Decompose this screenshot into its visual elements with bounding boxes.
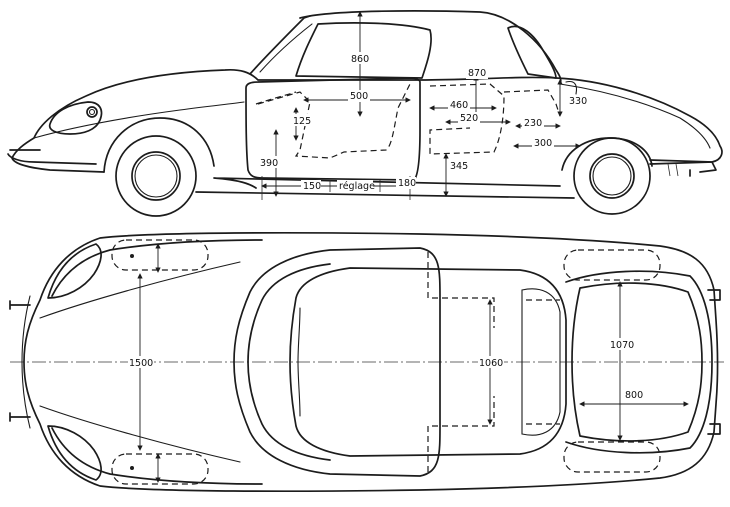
top-body-outline xyxy=(23,231,719,493)
dim-front-width: 1500 xyxy=(129,358,153,369)
dim-rear-floor: 345 xyxy=(450,161,468,172)
front-wheel xyxy=(115,135,197,217)
dim-boot-230: 230 xyxy=(524,118,542,129)
front-hubcap xyxy=(131,151,181,201)
top-bonnet-panel xyxy=(51,239,263,485)
rear-wheel-top-lower xyxy=(563,441,661,473)
rear-light xyxy=(565,80,578,95)
front-overrider-lower xyxy=(9,412,31,422)
dim-rail-180: 180 xyxy=(398,178,416,189)
dim-rear-seat-width: 520 xyxy=(460,113,478,124)
door xyxy=(245,77,421,181)
dim-rear-width: 1070 xyxy=(610,340,634,351)
front-light-pod-upper xyxy=(47,243,102,299)
dashboard-outline xyxy=(255,91,297,105)
top-windscreen xyxy=(233,247,441,477)
rear-wheel-top-upper xyxy=(563,249,661,281)
windscreen-frame xyxy=(259,23,313,73)
dim-boot-330: 330 xyxy=(569,96,587,107)
top-view xyxy=(9,231,724,493)
front-wheel-top-upper xyxy=(111,239,209,271)
rear-bench-outline xyxy=(503,89,561,117)
bonnet-line xyxy=(33,101,245,139)
dim-roof-height: 860 xyxy=(351,54,369,65)
bonnet-crease-lower xyxy=(39,405,241,463)
dim-rear-seat-depth: 460 xyxy=(450,100,468,111)
side-view xyxy=(7,10,723,217)
rear-seat-outline xyxy=(429,83,505,155)
front-bumper xyxy=(7,149,97,165)
rear-hubcap xyxy=(589,153,635,199)
front-seat-outline xyxy=(257,83,411,159)
side-dimension-labels: 860 870 500 460 520 330 230 300 125 390 … xyxy=(258,52,587,192)
top-rear-deck xyxy=(565,270,713,454)
rear-quarter-window xyxy=(507,25,557,79)
front-wheel-arch xyxy=(103,117,215,173)
front-bumper-top xyxy=(21,295,31,429)
top-dimension-labels: 1500 1060 1070 800 xyxy=(128,338,646,401)
bonnet-crease-upper xyxy=(39,261,241,319)
rear-overrider-lower xyxy=(707,423,721,435)
rear-bumper xyxy=(649,159,717,177)
headlight-lens xyxy=(86,106,98,118)
top-roof-inner xyxy=(297,307,301,417)
side-body-outline xyxy=(11,68,723,173)
top-rear-window xyxy=(521,288,561,436)
dim-reglage: réglage xyxy=(339,181,375,192)
side-sill xyxy=(195,177,575,199)
dim-front-seat-width: 500 xyxy=(350,91,368,102)
front-light-pod-lower xyxy=(47,425,102,481)
dim-rail-150: 150 xyxy=(303,181,321,192)
top-roof xyxy=(289,267,567,457)
dim-boot-width: 800 xyxy=(625,390,643,401)
rear-wheel xyxy=(573,137,651,215)
dim-floor-height: 390 xyxy=(260,158,278,169)
top-boot-lid xyxy=(571,282,703,442)
top-rear-cabin-outline xyxy=(526,299,560,425)
dim-interior-width: 1060 xyxy=(479,358,503,369)
dim-seat-height: 125 xyxy=(293,116,311,127)
rear-exhaust xyxy=(667,163,679,177)
dim-boot-300: 300 xyxy=(534,138,552,149)
front-overrider-upper xyxy=(9,300,31,310)
top-cabin-outline xyxy=(427,252,495,472)
windscreen xyxy=(249,15,311,75)
rear-overrider-upper xyxy=(707,289,721,301)
side-window xyxy=(295,22,432,79)
dim-rear-height: 870 xyxy=(468,68,486,79)
headlight xyxy=(48,101,103,135)
top-screen-inner xyxy=(247,263,331,461)
rear-body-line xyxy=(559,83,711,149)
